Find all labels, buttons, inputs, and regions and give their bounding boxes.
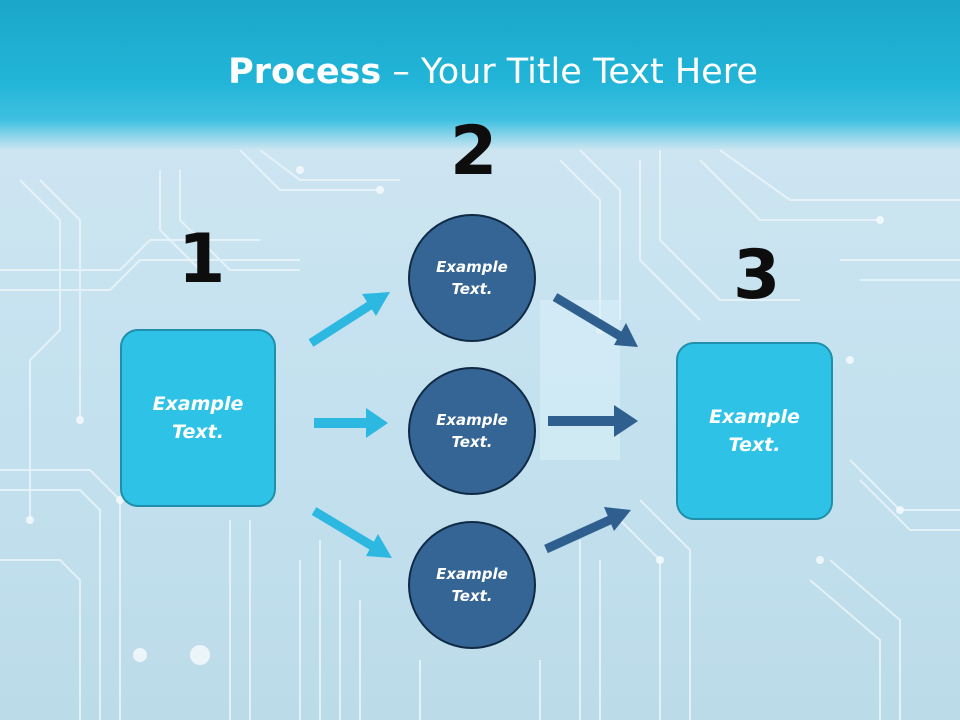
circle-top-line-1: Example xyxy=(436,257,508,276)
left-box-line-1: Example xyxy=(152,392,244,415)
circle-bottom-line-2: Text. xyxy=(451,587,493,605)
arrow-middle-to-right xyxy=(548,405,638,437)
step-number-2: 2 xyxy=(450,112,498,191)
circle-bottom[interactable]: Example Text. xyxy=(408,521,536,649)
circle-middle[interactable]: Example Text. xyxy=(408,367,536,495)
circle-top[interactable]: Example Text. xyxy=(408,214,536,342)
circle-bottom-line-1: Example xyxy=(436,564,508,583)
right-text-box[interactable]: Example Text. xyxy=(676,342,833,520)
right-box-line-2: Text. xyxy=(728,434,781,456)
arrow-bottom-to-right xyxy=(544,507,631,554)
title-bold: Process xyxy=(228,52,382,92)
left-box-line-2: Text. xyxy=(172,421,224,443)
circle-middle-line-1: Example xyxy=(436,410,508,429)
arrow-top-to-right xyxy=(552,293,638,347)
step-number-3: 3 xyxy=(733,236,781,315)
arrow-left-to-top xyxy=(308,292,390,347)
arrow-left-to-middle xyxy=(314,408,388,438)
circle-middle-line-2: Text. xyxy=(451,433,493,451)
left-text-box[interactable]: Example Text. xyxy=(120,329,276,507)
arrow-left-to-bottom xyxy=(311,507,392,558)
circle-top-line-2: Text. xyxy=(451,280,493,298)
title-rest: – Your Title Text Here xyxy=(381,52,758,92)
slide-title: Process – Your Title Text Here xyxy=(0,52,960,92)
right-box-line-1: Example xyxy=(709,405,800,428)
title-band xyxy=(0,0,960,150)
step-number-1: 1 xyxy=(178,220,226,299)
